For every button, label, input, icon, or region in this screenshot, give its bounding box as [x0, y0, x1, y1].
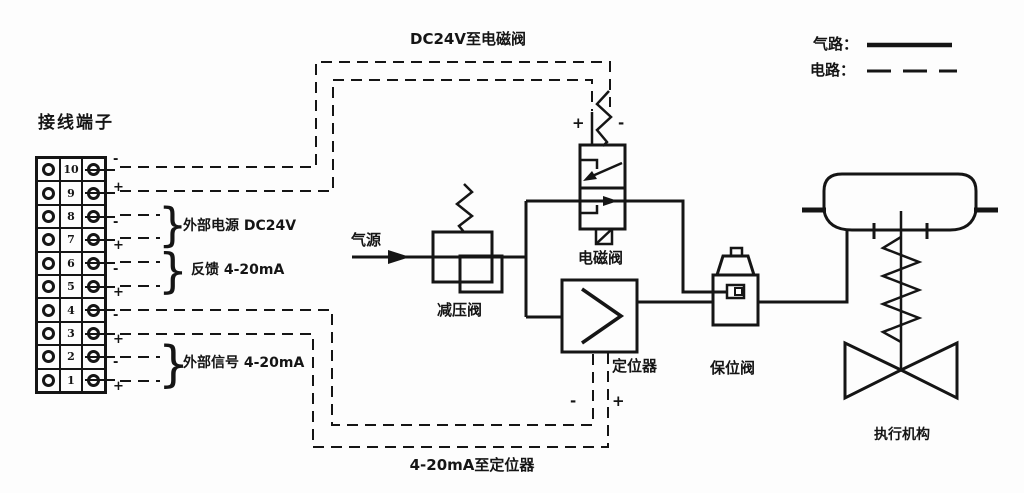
wire-dc24v-minus [120, 61, 611, 168]
terminal-hole-icon [42, 163, 55, 177]
terminal-row-1: 1 + [38, 369, 124, 393]
terminal-number: 1 [67, 373, 75, 387]
terminal-hole-icon [42, 186, 55, 200]
air-lines [352, 199, 849, 319]
terminal-number: 9 [67, 186, 75, 200]
terminal-number: 10 [63, 163, 79, 177]
terminal-hole-icon [42, 233, 55, 247]
valve-body-right [897, 340, 959, 401]
polarity-sign: + [113, 180, 124, 196]
positioner-plus-sign: + [612, 392, 625, 410]
terminal-stub [85, 285, 115, 288]
terminal-number: 5 [67, 280, 75, 294]
terminal-stub [85, 332, 115, 335]
polarity-sign: + [113, 285, 124, 301]
actuator [802, 172, 998, 401]
polarity-sign: - [113, 214, 119, 230]
solenoid-valve [578, 90, 627, 246]
air-source-label: 气源 [351, 231, 382, 249]
terminal-stub [85, 355, 115, 358]
lockup-valve-label: 保位阀 [710, 359, 756, 377]
terminal-hole-icon [42, 327, 55, 341]
terminal-hole-icon [42, 256, 55, 270]
lockup-valve [711, 246, 760, 327]
group-label-signal: 外部信号 4-20mA [183, 355, 305, 371]
positioner-label: 定位器 [612, 357, 658, 375]
wire-dc24v-plus [120, 79, 593, 192]
terminal-hole-icon [42, 280, 55, 294]
terminal-row-5: 5 + [38, 276, 124, 300]
group-label-power: 外部电源 DC24V [183, 218, 297, 234]
reducing-valve [431, 183, 504, 294]
polarity-sign: + [113, 378, 124, 394]
terminal-stub [85, 192, 115, 195]
terminal-row-6: 6 - [38, 252, 118, 277]
polarity-sign: - [113, 152, 119, 167]
solenoid-plus-sign: + [572, 114, 585, 132]
legend-electric-label: 电路： [810, 61, 856, 79]
terminal-row-3: 3 + [38, 322, 124, 347]
solenoid-spring-icon [595, 90, 613, 147]
wire-signal-minus [120, 309, 594, 426]
legend-air-label: 气路： [813, 35, 859, 53]
terminal-stub [85, 379, 115, 382]
terminal-stub [85, 238, 115, 241]
terminal-block-title: 接线端子 [38, 113, 114, 133]
polarity-sign: - [113, 261, 119, 277]
wire-signal-plus [120, 333, 609, 448]
terminal-number: 4 [67, 303, 75, 317]
terminal-number: 6 [67, 256, 75, 270]
terminal-hole-icon [42, 210, 55, 224]
actuator-spring-icon [879, 235, 923, 344]
terminal-block: 10 - 9 + 8 - 7 + 6 - [35, 153, 124, 394]
reducing-valve-label: 减压阀 [437, 301, 483, 319]
terminal-stub [85, 309, 115, 312]
solenoid-valve-label: 电磁阀 [578, 249, 624, 267]
valve-body-left [843, 340, 905, 401]
electric-wires [120, 61, 611, 448]
route-label-dc24v: DC24V至电磁阀 [410, 30, 526, 48]
actuator-label: 执行机构 [874, 427, 930, 443]
terminal-number: 3 [67, 327, 75, 341]
polarity-sign: + [113, 238, 124, 254]
group-brace-signal [158, 342, 180, 387]
terminal-hole-icon [42, 350, 55, 364]
polarity-sign: - [113, 308, 119, 324]
terminal-row-4: 4 - [38, 299, 118, 323]
positioner [560, 278, 639, 354]
positioner-minus-sign: - [570, 392, 577, 410]
terminal-number: 8 [67, 210, 75, 224]
route-label-4-20ma: 4-20mA至定位器 [409, 456, 535, 474]
polarity-sign: + [113, 331, 124, 347]
group-brace-power [158, 204, 180, 246]
air-source-arrowhead [388, 250, 410, 264]
terminal-row-10: 10 - [38, 153, 118, 183]
terminal-stub [85, 262, 115, 265]
terminal-number: 2 [67, 350, 75, 364]
terminal-row-8: 8 - [38, 205, 118, 230]
terminal-number: 7 [67, 233, 75, 247]
terminal-stub [85, 215, 115, 218]
group-label-feedback: 反馈 4-20mA [191, 262, 285, 278]
polarity-sign: - [113, 355, 119, 371]
terminal-hole-icon [42, 303, 55, 317]
group-brace-feedback [158, 250, 180, 293]
terminal-stub [85, 168, 115, 171]
terminal-row-9: 9 + [38, 181, 124, 206]
terminal-hole-icon [42, 373, 55, 387]
solenoid-minus-sign: - [618, 114, 625, 132]
terminal-row-2: 2 - [38, 346, 118, 370]
terminal-row-7: 7 + [38, 229, 124, 253]
